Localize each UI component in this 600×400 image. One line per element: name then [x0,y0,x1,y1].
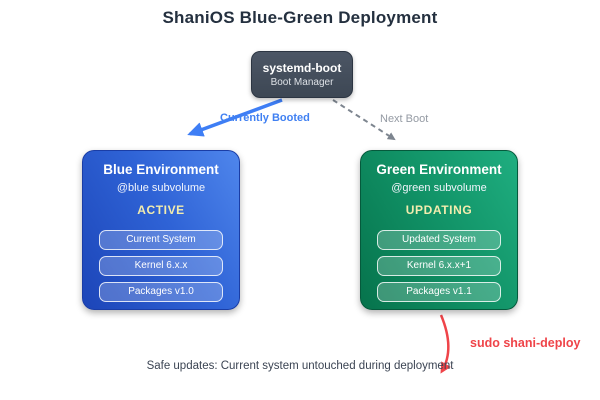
green-item-updated-system: Updated System [377,230,501,250]
blue-item-kernel: Kernel 6.x.x [99,256,223,276]
boot-manager-name: systemd-boot [262,61,342,75]
safety-caption: Safe updates: Current system untouched d… [146,360,454,372]
page-title: ShaniOS Blue-Green Deployment [162,8,438,27]
boot-manager-node: systemd-boot Boot Manager [251,51,353,98]
currently-booted-label: Currently Booted [220,112,310,124]
blue-environment-title: Blue Environment [103,162,219,177]
blue-subvolume-label: @blue subvolume [116,182,206,194]
next-boot-label: Next Boot [380,113,429,125]
green-item-kernel: Kernel 6.x.x+1 [377,256,501,276]
green-environment-box: Green Environment @green subvolume UPDAT… [360,150,518,310]
blue-status-badge: ACTIVE [137,203,185,217]
green-environment-title: Green Environment [376,162,502,177]
green-subvolume-label: @green subvolume [391,182,487,194]
deploy-command-label: sudo shani-deploy [470,336,581,350]
blue-environment-box: Blue Environment @blue subvolume ACTIVE … [82,150,240,310]
green-status-badge: UPDATING [405,203,473,217]
blue-item-current-system: Current System [99,230,223,250]
blue-item-packages: Packages v1.0 [99,282,223,302]
boot-manager-subtitle: Boot Manager [270,77,334,88]
green-item-packages: Packages v1.1 [377,282,501,302]
